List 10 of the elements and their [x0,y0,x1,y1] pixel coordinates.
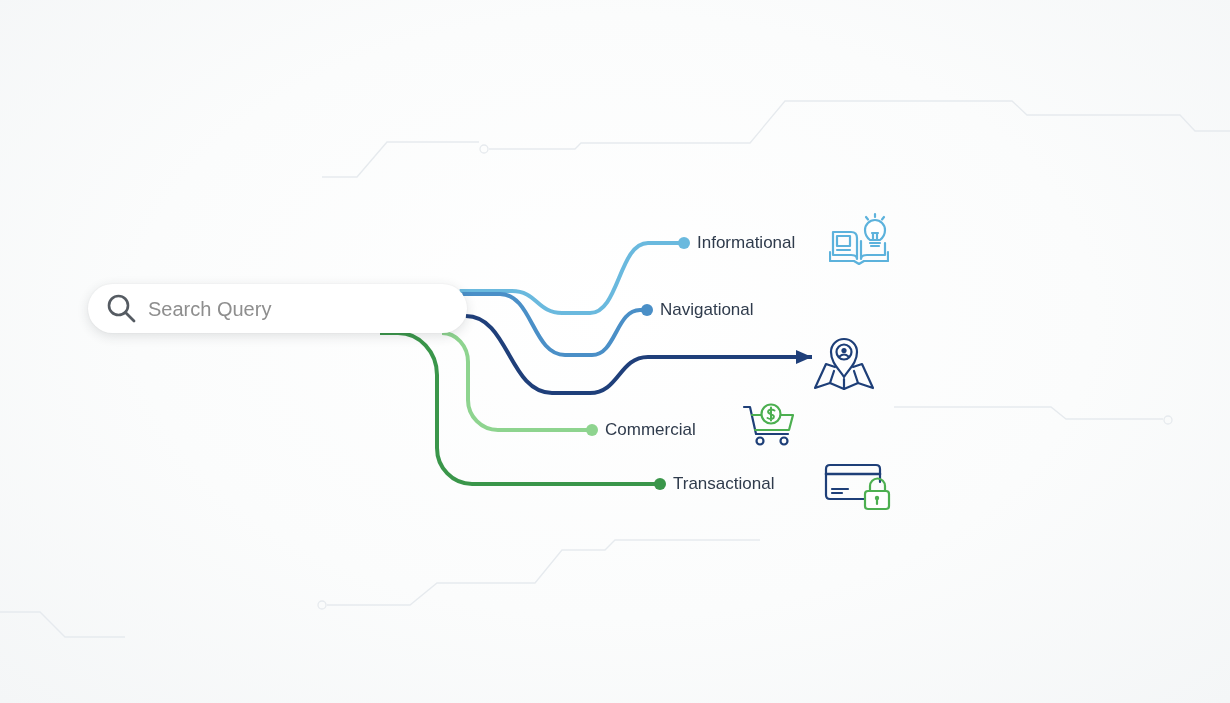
intent-label: Navigational [660,299,754,321]
arrow [465,314,812,395]
intent-label: Transactional [673,473,775,495]
intent-label: Informational [697,232,796,254]
connector-line [380,331,666,490]
intent-label: Commercial [605,419,696,441]
connector-line [462,292,653,357]
connector-line [459,237,690,315]
search-field: Search Query [88,284,467,333]
connector-line [441,331,598,436]
